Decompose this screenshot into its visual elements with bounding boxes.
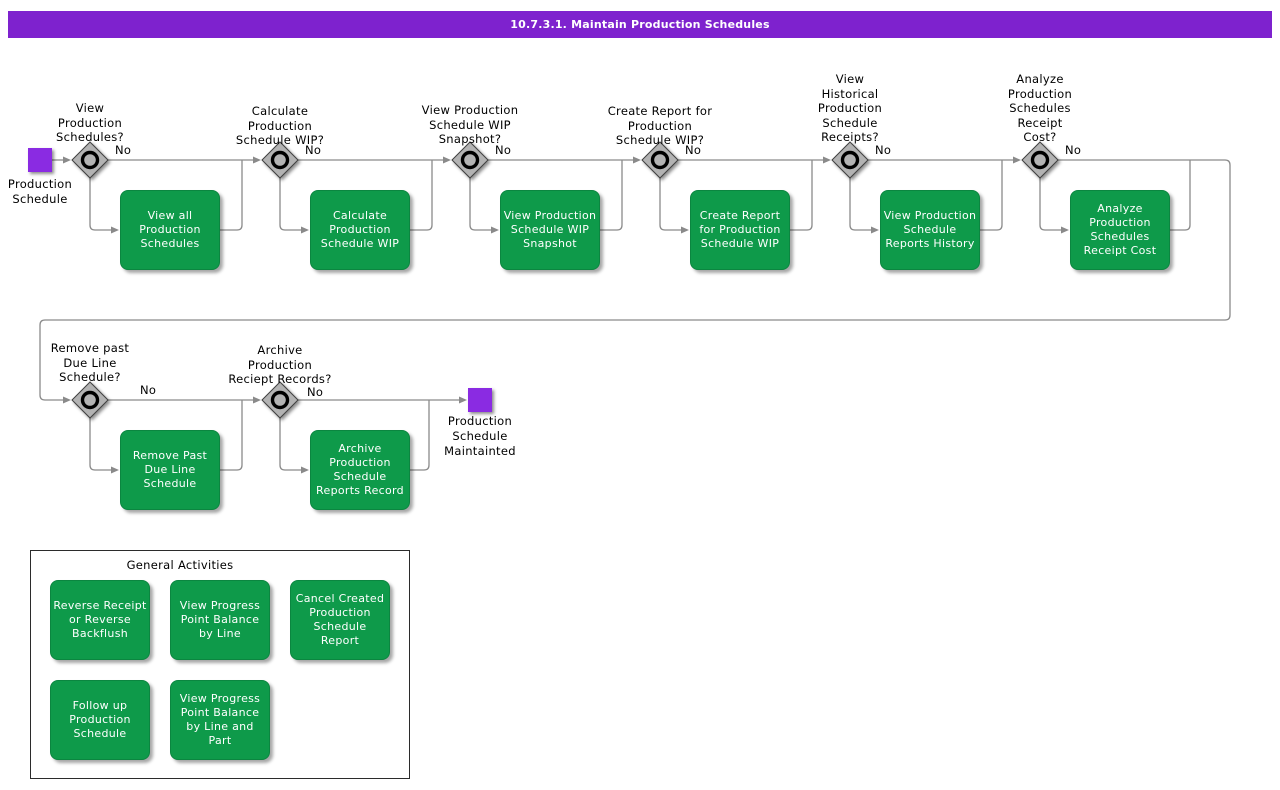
connector <box>469 178 491 231</box>
arrowhead-icon <box>491 226 499 234</box>
no-edge-label: No <box>685 143 702 157</box>
no-edge-label: No <box>307 385 324 399</box>
activity-reports-history[interactable]: View Production Schedule Reports History <box>880 190 980 270</box>
arrowhead-icon <box>1013 156 1021 164</box>
activity-progress-by-line[interactable]: View Progress Point Balance by Line <box>170 580 270 660</box>
decision-gateway-view-schedules[interactable] <box>71 141 109 179</box>
no-edge-label: No <box>1065 143 1082 157</box>
connector <box>279 418 301 471</box>
no-edge-label: No <box>305 143 322 157</box>
connector <box>790 160 813 231</box>
activity-create-report[interactable]: Create Report for Production Schedule WI… <box>690 190 790 270</box>
no-edge-label: No <box>115 143 132 157</box>
activity-receipt-cost[interactable]: Analyze Production Schedules Receipt Cos… <box>1070 190 1170 270</box>
title-bar: 10.7.3.1. Maintain Production Schedules <box>8 11 1272 38</box>
arrowhead-icon <box>111 466 119 474</box>
connector <box>410 160 433 231</box>
end-event-label: Production Schedule Maintainted <box>444 414 516 458</box>
decision-question: View Production Schedules? <box>56 101 124 144</box>
decision-question: Remove past Due Line Schedule? <box>50 341 130 384</box>
decision-gateway-create-report[interactable] <box>641 141 679 179</box>
no-edge-label: No <box>495 143 512 157</box>
arrowhead-icon <box>443 156 451 164</box>
decision-gateway-remove-past-due[interactable] <box>71 381 109 419</box>
arrowhead-icon <box>253 156 261 164</box>
decision-question: Calculate Production Schedule WIP? <box>235 104 325 147</box>
general-activities-title: General Activities <box>126 558 234 572</box>
start-event-square[interactable] <box>28 148 52 172</box>
arrowhead-icon <box>681 226 689 234</box>
activity-follow-up[interactable]: Follow up Production Schedule <box>50 680 150 760</box>
arrowhead-icon <box>1061 226 1069 234</box>
decision-question: View Production Schedule WIP Snapshot? <box>421 103 519 146</box>
connector <box>279 178 301 231</box>
connector <box>89 418 111 471</box>
arrowhead-icon <box>871 226 879 234</box>
connector-wrap <box>39 159 1231 401</box>
arrowhead-icon <box>459 396 467 404</box>
decision-question: Archive Production Reciept Records? <box>228 343 332 386</box>
connector <box>220 160 243 231</box>
start-event-label: Production Schedule <box>7 177 73 206</box>
connector <box>659 178 681 231</box>
activity-remove-past-due[interactable]: Remove Past Due Line Schedule <box>120 430 220 510</box>
decision-question: Create Report for Production Schedule WI… <box>607 104 713 147</box>
end-event-square[interactable] <box>468 388 492 412</box>
decision-gateway-wip-snapshot[interactable] <box>451 141 489 179</box>
connector <box>410 400 430 471</box>
connector <box>1170 160 1191 231</box>
activity-progress-by-line-part[interactable]: View Progress Point Balance by Line and … <box>170 680 270 760</box>
arrowhead-icon <box>823 156 831 164</box>
activity-archive-records[interactable]: Archive Production Schedule Reports Reco… <box>310 430 410 510</box>
arrowhead-icon <box>63 156 71 164</box>
arrowhead-icon <box>111 226 119 234</box>
activity-view-all-schedules[interactable]: View all Production Schedules <box>120 190 220 270</box>
arrowhead-icon <box>253 396 261 404</box>
decision-gateway-historical-receipts[interactable] <box>831 141 869 179</box>
arrowhead-icon <box>301 226 309 234</box>
arrowhead-icon <box>63 396 71 404</box>
connector <box>980 160 1003 231</box>
activity-cancel-report[interactable]: Cancel Created Production Schedule Repor… <box>290 580 390 660</box>
activity-wip-snapshot[interactable]: View Production Schedule WIP Snapshot <box>500 190 600 270</box>
connector <box>849 178 871 231</box>
page-title: 10.7.3.1. Maintain Production Schedules <box>510 18 770 31</box>
activity-calculate-wip[interactable]: Calculate Production Schedule WIP <box>310 190 410 270</box>
arrowhead-icon <box>301 466 309 474</box>
decision-gateway-archive-records[interactable] <box>261 381 299 419</box>
arrowhead-icon <box>633 156 641 164</box>
no-edge-label: No <box>140 383 157 397</box>
decision-question: Analyze Production Schedules Receipt Cos… <box>1007 72 1073 144</box>
connector <box>1039 178 1061 231</box>
decision-question: View Historical Production Schedule Rece… <box>817 72 883 144</box>
decision-gateway-calculate-wip[interactable] <box>261 141 299 179</box>
no-edge-label: No <box>875 143 892 157</box>
connector <box>89 178 111 231</box>
connector <box>220 400 243 471</box>
connector <box>600 160 623 231</box>
activity-reverse-receipt[interactable]: Reverse Receipt or Reverse Backflush <box>50 580 150 660</box>
decision-gateway-receipt-cost[interactable] <box>1021 141 1059 179</box>
